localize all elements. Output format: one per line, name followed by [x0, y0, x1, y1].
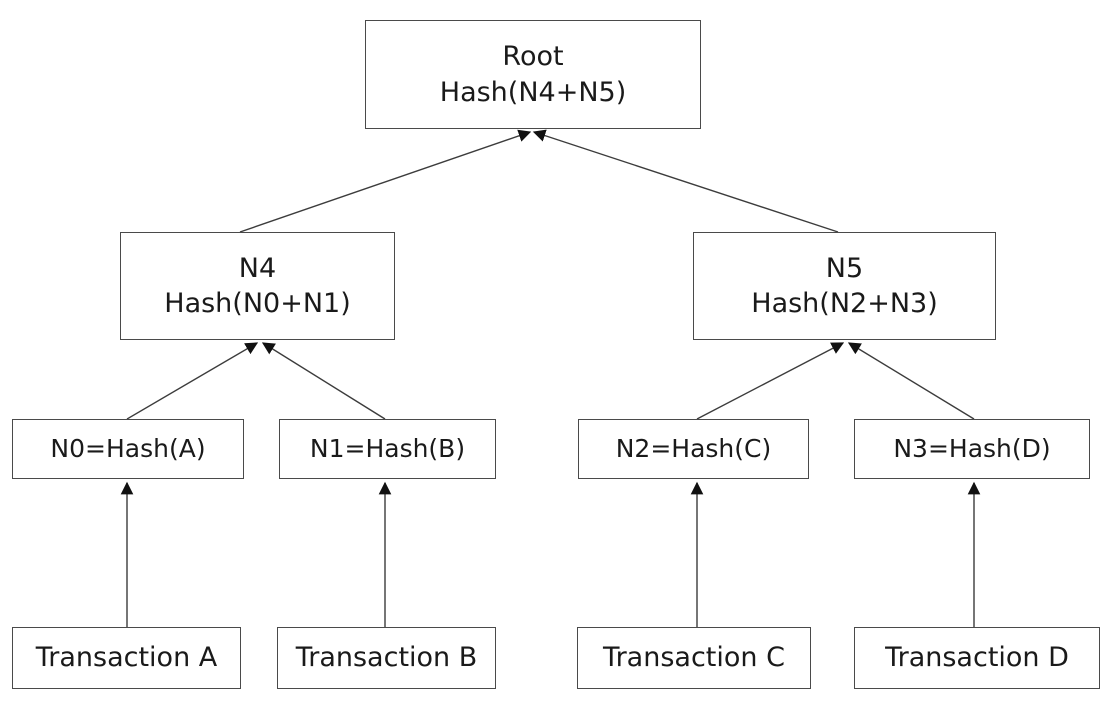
n5-title: N5 [825, 252, 864, 284]
n4-formula: Hash(N0+N1) [164, 288, 351, 319]
edge-n5-root [532, 129, 839, 233]
transaction-a-label: Transaction A [35, 642, 218, 674]
edge-n1-n4 [261, 342, 386, 420]
n0-node: N0=Hash(A) [12, 419, 244, 479]
n3-label: N3=Hash(D) [893, 433, 1051, 463]
transaction-c-label: Transaction C [603, 642, 785, 674]
n2-label: N2=Hash(C) [615, 433, 772, 463]
n4-node: N4 Hash(N0+N1) [120, 232, 395, 340]
n1-node: N1=Hash(B) [279, 419, 496, 479]
transaction-d-label: Transaction D [885, 642, 1069, 674]
n5-node: N5 Hash(N2+N3) [693, 232, 996, 340]
n3-node: N3=Hash(D) [854, 419, 1090, 479]
transaction-c-node: Transaction C [577, 627, 811, 689]
root-formula: Hash(N4+N5) [439, 76, 627, 108]
n5-formula: Hash(N2+N3) [751, 288, 938, 319]
root-node: Root Hash(N4+N5) [365, 20, 701, 129]
transaction-b-label: Transaction B [295, 642, 478, 674]
transaction-b-node: Transaction B [277, 627, 496, 689]
n0-label: N0=Hash(A) [50, 433, 206, 463]
n1-label: N1=Hash(B) [309, 433, 466, 463]
root-title: Root [502, 41, 564, 73]
transaction-d-node: Transaction D [854, 627, 1100, 689]
n2-node: N2=Hash(C) [578, 419, 809, 479]
edge-n3-n5 [847, 342, 975, 420]
edge-n2-n5 [696, 342, 845, 420]
n4-title: N4 [238, 252, 277, 284]
edge-n4-root [239, 129, 532, 233]
edge-n0-n4 [126, 342, 259, 420]
transaction-a-node: Transaction A [12, 627, 241, 689]
